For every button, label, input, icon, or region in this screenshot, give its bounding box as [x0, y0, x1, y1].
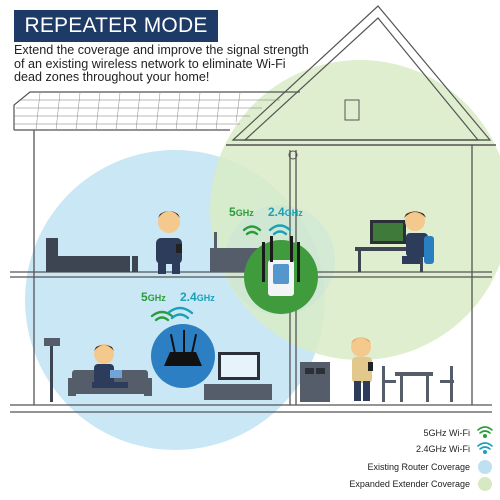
lower-5ghz-wifi-icon	[150, 310, 174, 322]
lower-5ghz-number: 5	[141, 290, 148, 304]
dining-room-furniture	[300, 362, 454, 402]
legend-5ghz-icon	[477, 426, 493, 438]
upper-24ghz-label: 2.4GHz	[268, 205, 303, 219]
chimney	[344, 99, 360, 121]
gaming-desk	[355, 211, 434, 272]
man-with-phone	[156, 211, 182, 274]
legend-24ghz-icon	[477, 442, 493, 454]
router-device	[164, 330, 202, 366]
upper-5ghz-label: 5GHz	[229, 205, 254, 219]
legend-router-coverage-icon	[478, 460, 492, 474]
lower-24ghz-unit: GHz	[197, 293, 216, 303]
upper-24ghz-unit: GHz	[285, 208, 304, 218]
legend-item-24ghz: 2.4GHz Wi-Fi	[416, 441, 490, 457]
roof-tile-dividers	[35, 92, 241, 131]
legend-item-router-coverage: Existing Router Coverage	[367, 459, 490, 475]
legend-label-extender-coverage: Expanded Extender Coverage	[349, 479, 470, 489]
lower-5ghz-unit: GHz	[148, 293, 167, 303]
upper-5ghz-wifi-icon	[242, 225, 262, 236]
man-with-phone-downstairs	[351, 337, 373, 401]
page-title: REPEATER MODE	[24, 14, 208, 37]
lower-24ghz-number: 2.4	[180, 290, 197, 304]
ceiling-lamp	[288, 150, 298, 160]
house-roof	[13, 5, 496, 146]
roof-tiles	[14, 99, 280, 125]
legend-label-router-coverage: Existing Router Coverage	[367, 462, 470, 472]
upper-5ghz-unit: GHz	[236, 208, 255, 218]
legend-label-5ghz: 5GHz Wi-Fi	[423, 428, 471, 438]
lower-24ghz-wifi-icon	[166, 306, 194, 320]
lower-5ghz-label: 5GHz	[141, 290, 166, 304]
legend-item-extender-coverage: Expanded Extender Coverage	[349, 476, 490, 492]
upper-5ghz-number: 5	[229, 205, 236, 219]
upper-24ghz-number: 2.4	[268, 205, 285, 219]
upper-24ghz-wifi-icon	[268, 224, 292, 236]
man-with-tablet	[92, 344, 128, 388]
lower-24ghz-label: 2.4GHz	[180, 290, 215, 304]
extender-device	[262, 236, 300, 296]
title-banner: REPEATER MODE	[14, 10, 218, 42]
description: Extend the coverage and improve the sign…	[14, 43, 309, 84]
legend-item-5ghz: 5GHz Wi-Fi	[424, 425, 491, 441]
legend-label-24ghz: 2.4GHz Wi-Fi	[416, 444, 470, 454]
legend-extender-coverage-icon	[478, 477, 492, 491]
